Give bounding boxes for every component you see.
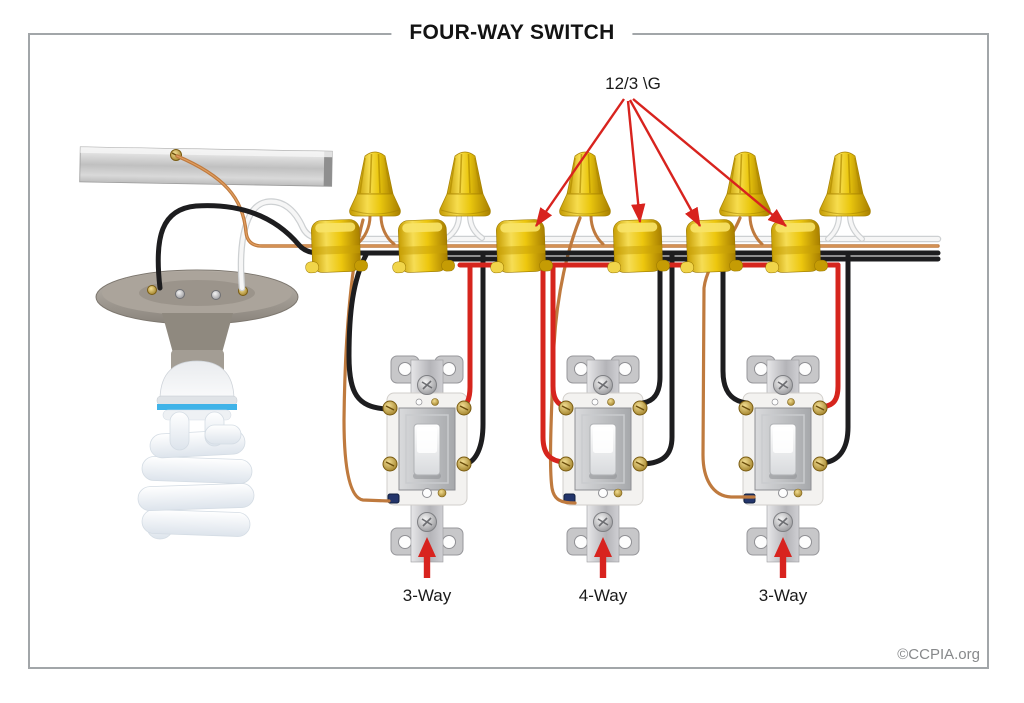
- switch-3way-left: [386, 355, 468, 563]
- wire-nuts: [348, 151, 872, 217]
- switch-label-left: 3-Way: [402, 586, 452, 605]
- switch-pointer-arrows: [418, 537, 792, 578]
- copyright-text: ©CCPIA.org: [897, 646, 980, 663]
- diagram-title: FOUR-WAY SWITCH: [391, 21, 633, 45]
- switch-4way-middle: [562, 355, 644, 563]
- cable-type-label: 12/3 \G: [605, 74, 661, 93]
- mounting-bracket: [79, 146, 333, 187]
- switch-label-middle: 4-Way: [578, 586, 628, 605]
- switch-label-right: 3-Way: [758, 586, 808, 605]
- cfl-bulb: [137, 360, 255, 540]
- cable-label-arrows: [535, 98, 787, 228]
- switch-3way-right: [742, 355, 824, 563]
